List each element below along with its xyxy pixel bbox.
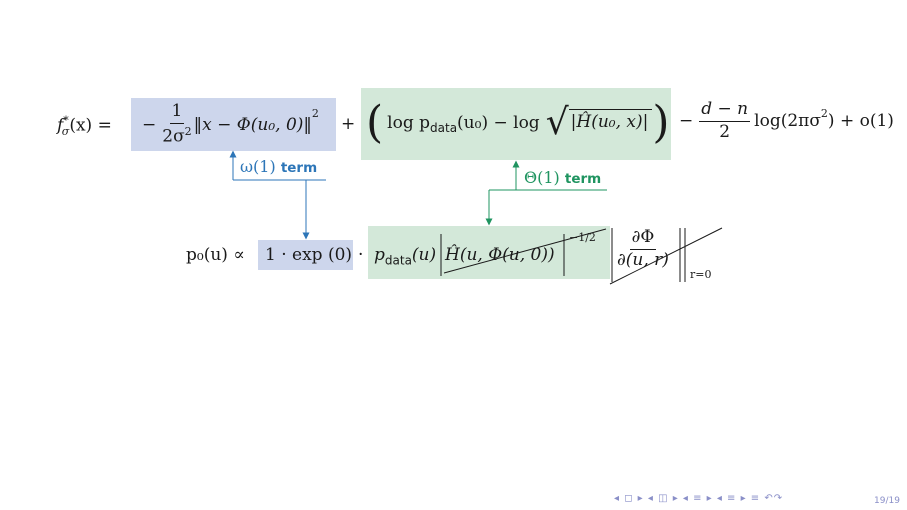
h-term-abs-bars [440, 234, 565, 276]
bottom-equation-lhs: p₀(u) ∝ [186, 245, 245, 265]
plus-sign: + [341, 114, 356, 134]
omega-connector [229, 150, 326, 240]
theta-connector [485, 160, 607, 226]
jacobian-strike [609, 227, 723, 285]
top-equation-lhs: f*σ(x) = [57, 114, 112, 139]
left-paren: ( [366, 97, 384, 148]
h-term-exponent: −1/2 [569, 231, 596, 244]
pdata-expression: pdata(u) [374, 245, 437, 268]
right-paren: ) [652, 97, 670, 148]
pdata-term-highlight [368, 226, 610, 279]
jacobian-abs-bars [611, 228, 686, 282]
beamer-navigation-bar[interactable]: ◂ ◻ ▸ ◂ ◫ ▸ ◂ ≡ ▸ ◂ ≡ ▸ ≡ ↶↷ [614, 493, 784, 504]
theta-term-highlight [361, 88, 671, 160]
exp-term-expression: 1 · exp (0) [265, 245, 353, 265]
jacobian-fraction: ∂Φ∂(u, r) [617, 227, 669, 270]
exp-term-highlight [258, 240, 353, 270]
omega-term-highlight [131, 98, 336, 151]
page-number: 19/19 [874, 496, 900, 506]
eval-subscript: r=0 [690, 268, 712, 281]
sqrt-expression: √ |Ĥ(u₀, x)| [546, 105, 653, 141]
theta-term-label: Θ(1) term [524, 168, 602, 187]
omega-term-label: ω(1) term [240, 157, 318, 176]
h-term-strike [443, 228, 607, 274]
multiply-dot: · [358, 245, 364, 265]
